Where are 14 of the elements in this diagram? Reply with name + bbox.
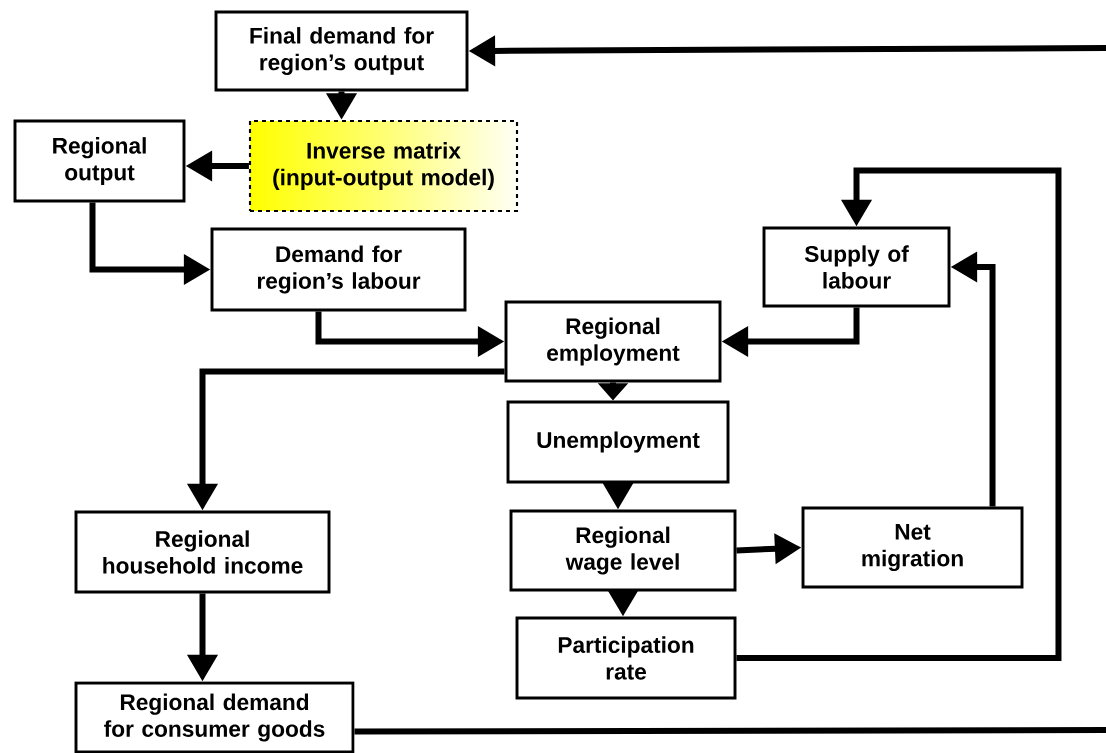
process-box: Inverse matrix (input-output model) <box>248 119 519 213</box>
arrow <box>736 167 1062 661</box>
process-box: Supply of labour <box>762 226 951 308</box>
process-box: Regional employment <box>504 300 722 383</box>
connector-line <box>354 727 1106 735</box>
process-box: Participation rate <box>515 616 737 700</box>
process-box: Net migration <box>801 506 1024 589</box>
process-box: Unemployment <box>506 400 730 484</box>
process-box: Regional demand for consumer goods <box>74 681 355 753</box>
process-box: Regional wage level <box>509 509 737 592</box>
process-box: Regional household income <box>74 510 331 594</box>
process-box: Demand for region’s labour <box>210 227 467 312</box>
process-box: Regional output <box>13 119 186 203</box>
process-box: Final demand for region’s output <box>214 10 469 92</box>
